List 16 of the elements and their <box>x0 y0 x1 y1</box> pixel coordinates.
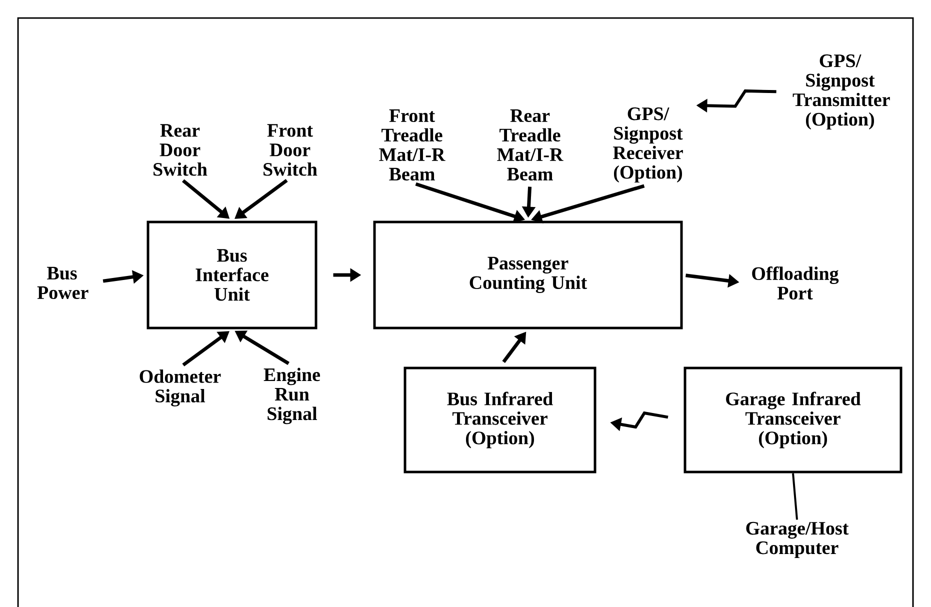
signal-label: Garage/Host Computer <box>746 522 849 558</box>
connector-line <box>792 473 798 520</box>
signal-label: GPS/ Signpost Transmitter (Option) <box>792 54 890 130</box>
signal-label: GPS/ Signpost Receiver (Option) <box>613 107 683 183</box>
signal-label: Bus Power <box>37 266 88 300</box>
signal-label: Offloading Port <box>752 266 839 300</box>
signal-label: Rear Treadle Mat/I-R Beam <box>497 109 564 181</box>
signal-label: Front Door Switch <box>264 124 318 176</box>
unit-box: Bus Infrared Transceiver (Option) <box>404 366 596 474</box>
signal-label: Front Treadle Mat/I-R Beam <box>379 109 446 181</box>
unit-box: Garage Infrared Transceiver (Option) <box>684 366 902 474</box>
unit-box: Bus Interface Unit <box>146 220 318 330</box>
signal-label: Engine Run Signal <box>264 368 320 424</box>
signal-label: Odometer Signal <box>140 370 221 406</box>
signal-label: Rear Door Switch <box>154 124 208 176</box>
unit-box: Passenger Counting Unit <box>373 220 683 330</box>
